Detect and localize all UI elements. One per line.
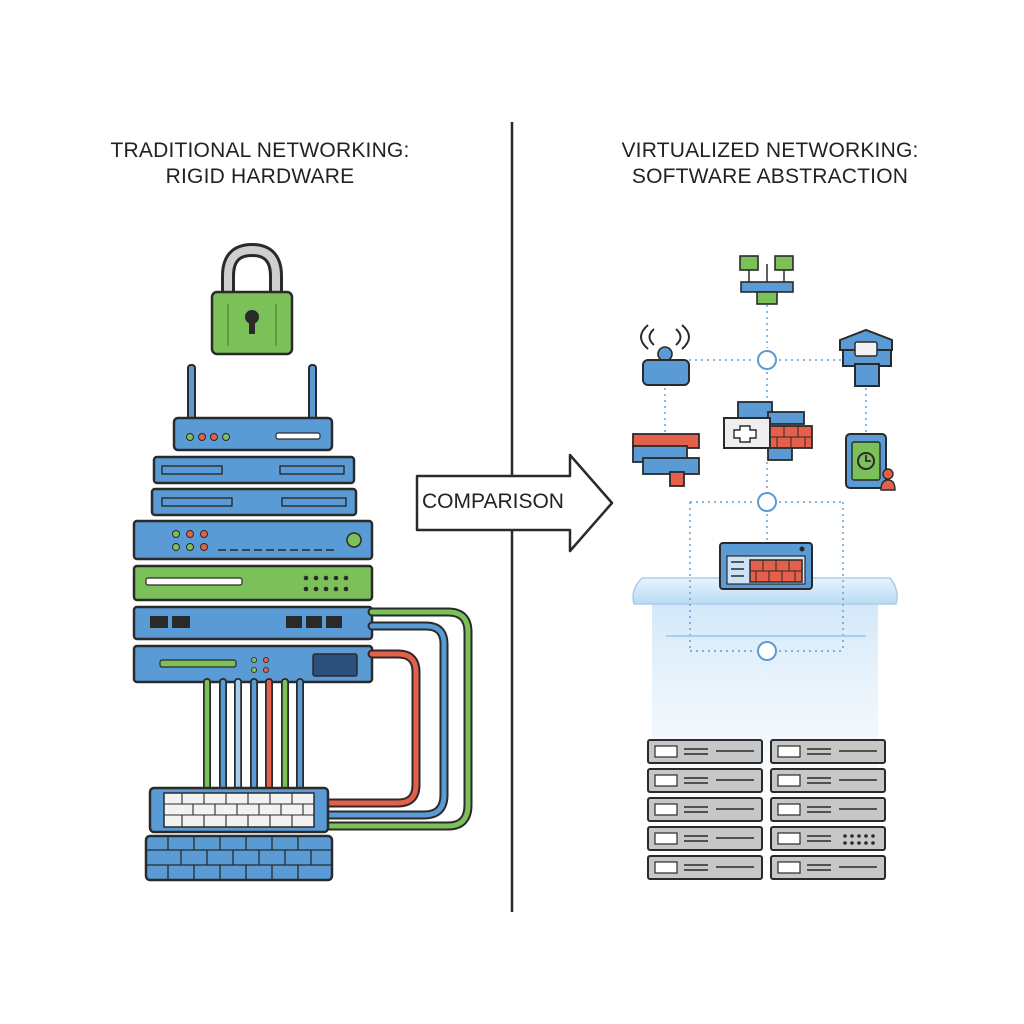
security-shield-icon bbox=[839, 328, 893, 387]
virtual-firewall-icon bbox=[723, 401, 813, 461]
right-title-line2: SOFTWARE ABSTRACTION bbox=[631, 165, 909, 188]
comparison-arrow bbox=[415, 453, 614, 553]
firewall-icon bbox=[144, 786, 334, 882]
mobile-device-icon bbox=[845, 433, 896, 491]
right-title-line1: VIRTUALIZED NETWORKING: bbox=[621, 139, 919, 162]
switch-icon bbox=[150, 455, 358, 517]
wireless-icon bbox=[640, 324, 690, 386]
router-icon bbox=[172, 364, 334, 452]
left-title-line2: RIGID HARDWARE bbox=[165, 165, 355, 188]
network-topology-icon bbox=[739, 255, 794, 305]
switch-icon bbox=[132, 519, 374, 684]
server-icon bbox=[770, 739, 886, 880]
comparison-label: COMPARISON bbox=[422, 490, 564, 513]
connection-nodes bbox=[757, 350, 777, 661]
virtualization-ledge bbox=[632, 577, 898, 605]
virtual-switch-icon bbox=[632, 433, 700, 487]
padlock-icon bbox=[210, 242, 294, 356]
left-title-line1: TRADITIONAL NETWORKING: bbox=[110, 139, 410, 162]
server-icon bbox=[647, 739, 763, 880]
virtual-firewall-icon bbox=[719, 542, 813, 590]
cable-bundle bbox=[203, 607, 473, 831]
